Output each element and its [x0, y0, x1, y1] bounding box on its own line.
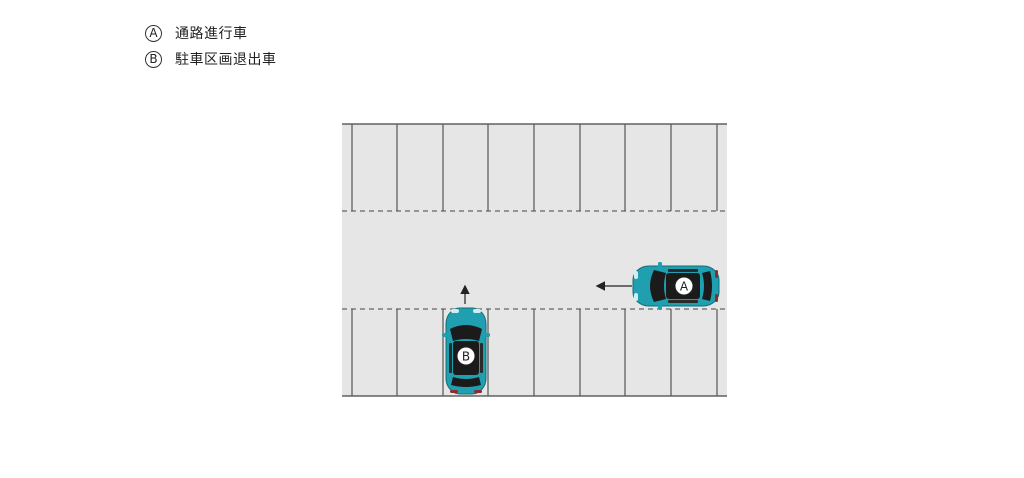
legend-item-b: B 駐車区画退出車 — [145, 48, 277, 70]
legend-label-a: 通路進行車 — [175, 26, 248, 42]
legend-badge-a: A — [145, 24, 162, 42]
legend-item-a: A 通路進行車 — [145, 22, 277, 44]
bottom-stall-dividers — [351, 309, 718, 396]
car-a-label: A — [680, 280, 689, 294]
top-stall-dividers — [351, 124, 718, 211]
legend-label-b: 駐車区画退出車 — [175, 52, 277, 68]
legend-badge-b: B — [145, 50, 162, 68]
car-b-label: B — [462, 350, 470, 364]
car-a-badge: A — [674, 276, 694, 296]
legend: A 通路進行車 B 駐車区画退出車 — [145, 22, 277, 74]
car-b-badge: B — [456, 346, 476, 366]
